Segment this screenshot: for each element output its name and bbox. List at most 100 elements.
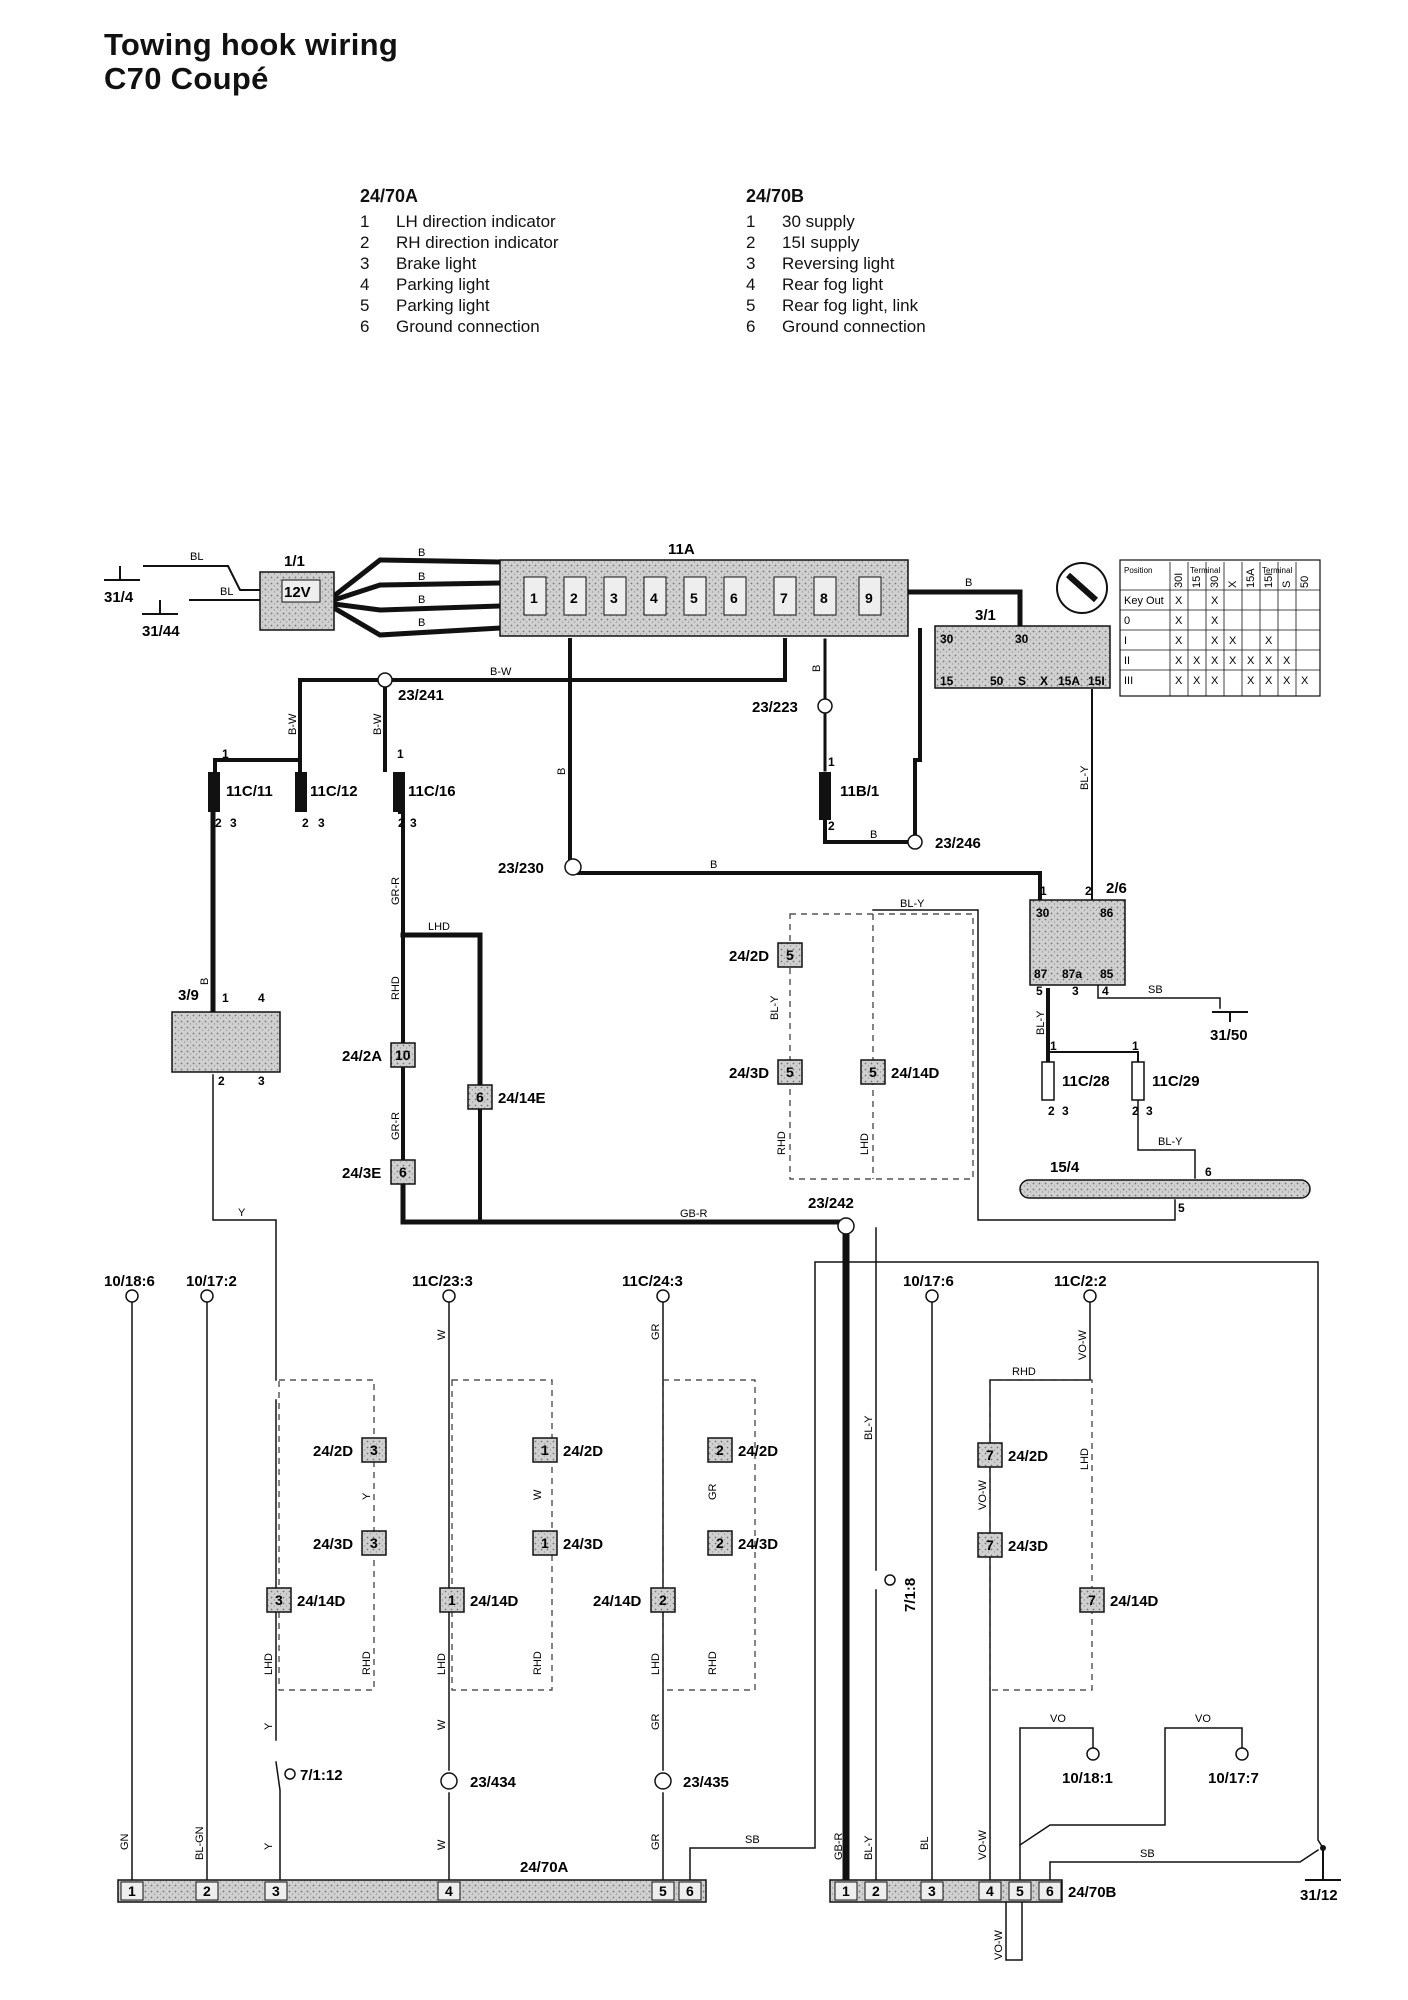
module-pin-box: [361, 1437, 387, 1463]
module-pin-number: 3: [275, 1592, 283, 1608]
ign-term-15: 15: [940, 674, 954, 688]
module-pin-box: [532, 1530, 558, 1556]
key-table-mark: X: [1229, 655, 1237, 667]
wire-bly-11c28-11c29: [1047, 1051, 1139, 1063]
wire-color-label: BL-Y: [1035, 1010, 1047, 1035]
option-box-pin7: [989, 1379, 1093, 1691]
connector-pin-num: 3: [410, 816, 417, 830]
legend-header: 24/70B: [746, 186, 805, 206]
wire-color-label: GB-R: [680, 1208, 708, 1220]
connector-24-70b-pin: [864, 1881, 888, 1901]
key-table-mark: X: [1301, 675, 1309, 687]
ign-term-x: X: [1040, 674, 1048, 688]
module-pin-number: 7: [1088, 1592, 1096, 1608]
wire-color-label: B-W: [372, 713, 384, 735]
label-23-435: 23/435: [683, 1774, 729, 1791]
wire-color-label: W: [532, 1489, 544, 1500]
wire-color-label: GR-R: [390, 877, 402, 905]
wire-color-label: BL: [220, 586, 233, 598]
key-table-mark: X: [1247, 675, 1255, 687]
wire-color-label: B: [418, 547, 425, 559]
fuse-2: [563, 576, 587, 616]
module-pin-box: [532, 1437, 558, 1463]
connector-pin-num: 3: [318, 816, 325, 830]
ground-31-12-icon: [1305, 1848, 1341, 1881]
wire-color-label: VO-W: [993, 1929, 1005, 1960]
connector-24-70a-pin: [651, 1881, 675, 1901]
module-pin-box: [266, 1587, 292, 1613]
label-23-246: 23/246: [935, 835, 981, 852]
brake-switch-3-9: [171, 1011, 281, 1073]
label-23-242: 23/242: [808, 1195, 854, 1212]
ign-term-s: S: [1018, 674, 1026, 688]
wire-color-label: Y: [238, 1207, 246, 1219]
module-pin-number: 5: [786, 1064, 794, 1080]
relay-term-30: 30: [1036, 906, 1050, 920]
wire-color-label: GR-R: [390, 1112, 402, 1140]
module-pin-label: 24/14D: [470, 1593, 519, 1610]
fuse-pins-11a: 1 2 3 4 5 6 7 8 9: [523, 576, 882, 616]
connector-24-70b-pin-num: 6: [1046, 1883, 1054, 1899]
connector-pin-num: 1: [1040, 884, 1047, 898]
module-pin-label: 24/14D: [1110, 1593, 1159, 1610]
wire-color-label: BL-Y: [863, 1835, 875, 1860]
connector-pin-num: 1: [397, 747, 404, 761]
module-pin-number: 5: [786, 947, 794, 963]
wire-color-label: BL-Y: [1079, 765, 1091, 790]
wire-color-label: BL: [190, 551, 203, 563]
connector-11c-11: [208, 772, 220, 812]
wire-color-label: RHD: [390, 976, 402, 1000]
label-11a: 11A: [668, 541, 695, 558]
connector-24-70b-pin-num: 5: [1016, 1883, 1024, 1899]
wire-sb-70b-31-12: [1049, 1848, 1320, 1881]
wire-color-label: GR: [650, 1323, 662, 1340]
key-table-mark: X: [1265, 635, 1273, 647]
key-table-col-header: 30I: [1173, 573, 1185, 588]
label-10-18-6: 10/18:6: [104, 1273, 155, 1290]
point-10-18-1: [1086, 1747, 1100, 1761]
wire-y-lower: [275, 1399, 281, 1881]
wire-color-label: VO: [1050, 1713, 1066, 1725]
label-31-50: 31/50: [1210, 1027, 1248, 1044]
fuse-3-num: 3: [610, 590, 618, 606]
key-table-col-header: X: [1227, 580, 1239, 588]
wire-bly-dashed-to-15-4: [872, 909, 1176, 1221]
option-box-pin2: [662, 1379, 756, 1691]
point-7-1-12: [284, 1768, 296, 1780]
title-line1: Towing hook wiring: [104, 27, 399, 62]
label-31-12: 31/12: [1300, 1887, 1338, 1904]
module-pin-box: [707, 1437, 733, 1463]
wire-color-label: W: [436, 1839, 448, 1850]
wire-color-label: B: [418, 617, 425, 629]
connector-24-70a-pin: [264, 1881, 288, 1901]
wire-vo-10-17-7: [1018, 1727, 1243, 1847]
module-pin-box: [860, 1059, 886, 1085]
fuse-9-num: 9: [865, 590, 873, 606]
splice-23-435: [654, 1772, 672, 1790]
module-pin-number: 6: [399, 1164, 407, 1180]
key-table-mark: X: [1175, 595, 1183, 607]
module-pin-box: [650, 1587, 676, 1613]
key-table-row-label: 0: [1124, 615, 1130, 627]
module-pin-label: 24/2D: [738, 1443, 778, 1460]
key-table-row-label: I: [1124, 635, 1127, 647]
key-table-mark: X: [1175, 635, 1183, 647]
wire-color-label: SB: [1148, 984, 1163, 996]
wire-color-label: VO: [1195, 1713, 1211, 1725]
module-pin-label: 24/3D: [313, 1536, 353, 1553]
wire-color-label: GR: [650, 1713, 662, 1730]
module-pin-box: [777, 942, 803, 968]
label-10-17-6: 10/17:6: [903, 1273, 954, 1290]
module-pin-label: 24/3D: [738, 1536, 778, 1553]
fuse-6-num: 6: [730, 590, 738, 606]
key-table-mark: X: [1211, 595, 1219, 607]
connection-points: [125, 1289, 1249, 1780]
module-pin-box: [439, 1587, 465, 1613]
fuse-1-num: 1: [530, 590, 538, 606]
wire-color-label: RHD: [1012, 1366, 1036, 1378]
